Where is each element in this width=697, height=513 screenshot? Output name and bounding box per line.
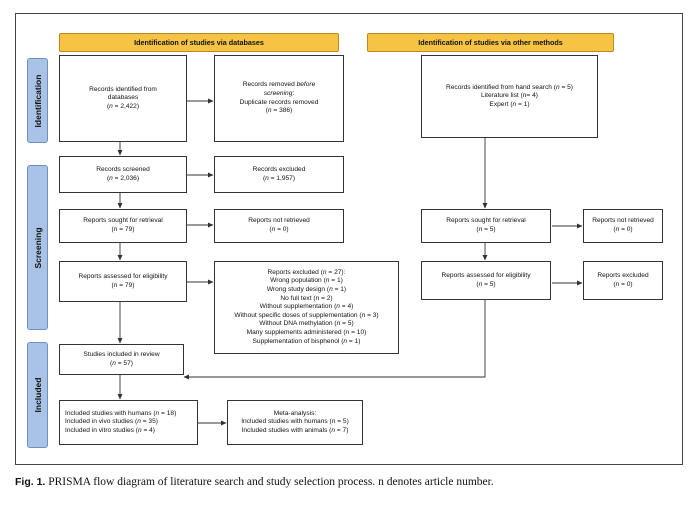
- box-meta-analysis: Meta-analysis: Included studies with hum…: [227, 400, 363, 445]
- records-identified-count: (n = 2,422): [106, 102, 140, 110]
- records-identified-line1: Records identified from: [89, 85, 157, 93]
- records-screened-label: Records screened: [96, 165, 150, 173]
- diagram-frame: [15, 13, 683, 465]
- records-removed-line2: screening:: [263, 89, 295, 97]
- box-records-identified: Records identified from databases (n = 2…: [59, 55, 187, 142]
- reports-sought-label: Reports sought for retrieval: [83, 217, 163, 225]
- exclusion-reason: Supplementation of bisphenol (n = 1): [252, 337, 361, 345]
- box-records-removed: Records removed before screening: Duplic…: [214, 55, 344, 142]
- records-removed-count: (n = 386): [265, 107, 293, 115]
- other-reports-sought-count: (n = 5): [476, 226, 496, 233]
- box-records-screened: Records screened (n = 2,036): [59, 156, 187, 193]
- other-not-retrieved-count: (n = 0): [613, 226, 633, 233]
- box-other-not-retrieved: Reports not retrieved (n = 0): [583, 209, 663, 243]
- exclusion-reason: Without supplementation (n = 4): [259, 303, 354, 311]
- box-records-excluded: Records excluded (n = 1,957): [214, 156, 344, 193]
- hand-search-literature: Literature list (n= 4): [480, 92, 538, 100]
- other-not-retrieved-label: Reports not retrieved: [592, 217, 654, 225]
- header-databases-label: Identification of studies via databases: [134, 38, 264, 47]
- reports-not-retrieved-count: (n = 0): [269, 226, 289, 233]
- phase-identification: Identification: [27, 58, 48, 143]
- hand-search-label: Records identified from hand search (n =…: [445, 83, 573, 91]
- exclusion-reason: Wrong population (n = 1): [270, 277, 343, 285]
- exclusion-reason: Many supplements administered (n = 10): [246, 328, 367, 336]
- other-reports-sought-label: Reports sought for retrieval: [446, 217, 526, 225]
- box-studies-included: Studies included in review (n = 57): [59, 344, 184, 375]
- records-removed-line3: Duplicate records removed: [239, 98, 319, 106]
- other-reports-excluded-count: (n = 0): [613, 280, 633, 288]
- box-reports-excluded: Reports excluded (n = 27): Wrong populat…: [214, 261, 399, 354]
- figure-caption: Fig. 1. PRISMA flow diagram of literatur…: [15, 476, 494, 488]
- phase-included: Included: [27, 342, 48, 448]
- other-reports-assessed-label: Reports assessed for eligibility: [441, 271, 531, 279]
- figure-caption-label: Fig. 1.: [15, 476, 46, 488]
- box-reports-assessed: Reports assessed for eligibility (n = 79…: [59, 261, 187, 302]
- exclusion-reason: Without specific doses of supplementatio…: [234, 311, 379, 319]
- included-detail-line: Included in vivo studies (n = 35): [65, 418, 158, 426]
- included-detail-line: Included in vitro studies (n = 4): [65, 426, 155, 434]
- records-identified-line2: databases: [107, 94, 139, 102]
- records-removed-line1: Records removed before: [242, 81, 316, 89]
- arrow-other-assessed-to-included: [183, 300, 486, 380]
- phase-screening: Screening: [27, 165, 48, 330]
- box-other-reports-sought: Reports sought for retrieval (n = 5): [421, 209, 551, 243]
- other-reports-assessed-count: (n = 5): [476, 280, 496, 288]
- reports-excluded-title: Reports excluded (n = 27):: [267, 268, 346, 276]
- reports-not-retrieved-label: Reports not retrieved: [248, 217, 310, 225]
- figure-caption-text: PRISMA flow diagram of literature search…: [48, 476, 494, 488]
- box-other-reports-excluded: Reports excluded (n = 0): [583, 261, 663, 300]
- box-included-detail: Included studies with humans (n = 18) In…: [59, 400, 198, 445]
- hand-search-expert: Expert (n = 1): [489, 100, 530, 108]
- other-reports-excluded-label: Reports excluded: [597, 271, 649, 279]
- reports-sought-count: (n = 79): [111, 226, 135, 233]
- reports-assessed-label: Reports assessed for eligibility: [78, 272, 168, 280]
- header-other-methods: Identification of studies via other meth…: [367, 33, 614, 52]
- studies-included-label: Studies included in review: [83, 350, 160, 358]
- exclusion-reason: Without DNA methylation (n = 5): [259, 320, 354, 328]
- box-reports-sought: Reports sought for retrieval (n = 79): [59, 209, 187, 243]
- box-reports-not-retrieved: Reports not retrieved (n = 0): [214, 209, 344, 243]
- included-detail-line: Included studies with humans (n = 18): [65, 409, 177, 417]
- box-hand-search: Records identified from hand search (n =…: [421, 55, 598, 138]
- records-screened-count: (n = 2,036): [106, 174, 140, 182]
- header-databases: Identification of studies via databases: [59, 33, 339, 52]
- meta-analysis-line: Included studies with humans (n = 5): [241, 418, 349, 426]
- records-excluded-label: Records excluded: [252, 165, 306, 173]
- records-excluded-count: (n = 1,957): [262, 174, 296, 182]
- header-other-label: Identification of studies via other meth…: [418, 38, 563, 47]
- box-other-reports-assessed: Reports assessed for eligibility (n = 5): [421, 261, 551, 300]
- exclusion-reason: Wrong study design (n = 1): [266, 286, 347, 294]
- meta-analysis-title: Meta-analysis:: [273, 409, 317, 417]
- studies-included-count: (n = 57): [110, 359, 133, 367]
- reports-assessed-count: (n = 79): [111, 281, 135, 289]
- exclusion-reason: No full text (n = 2): [280, 294, 333, 302]
- meta-analysis-line: Included studies with animals (n = 7): [241, 426, 349, 434]
